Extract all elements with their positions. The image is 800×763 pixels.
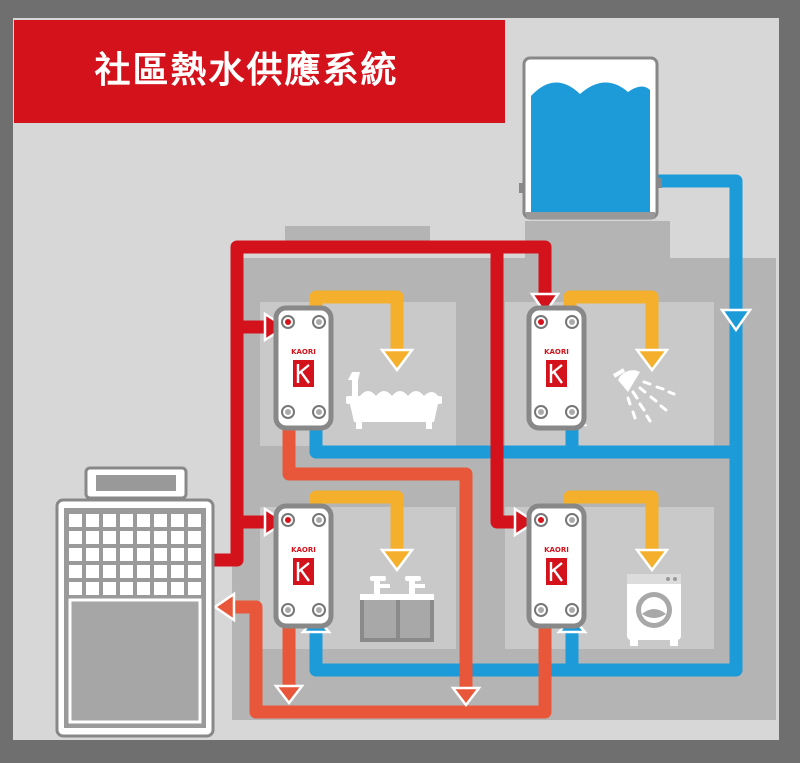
return-pipes bbox=[232, 423, 552, 719]
vent-cell bbox=[137, 565, 150, 578]
vent-cell bbox=[120, 582, 133, 595]
bathtub-icon bbox=[346, 372, 442, 429]
washing-machine-icon bbox=[627, 574, 681, 646]
heat-pump-vent-grid bbox=[69, 514, 201, 595]
water-tank bbox=[519, 56, 662, 220]
vent-cell bbox=[120, 514, 133, 527]
vent-cell bbox=[69, 531, 82, 544]
vent-cell bbox=[69, 548, 82, 561]
shower-icon bbox=[612, 368, 676, 423]
heater-unit-1: KAORI bbox=[276, 308, 331, 428]
vent-cell bbox=[86, 582, 99, 595]
vent-cell bbox=[86, 565, 99, 578]
vent-cell bbox=[137, 582, 150, 595]
vent-cell bbox=[69, 514, 82, 527]
vent-cell bbox=[120, 548, 133, 561]
heater-1-brand-label: KAORI bbox=[291, 348, 316, 356]
vent-cell bbox=[171, 582, 184, 595]
vent-cell bbox=[103, 582, 116, 595]
vent-cell bbox=[137, 514, 150, 527]
vent-cell bbox=[188, 565, 201, 578]
heater-unit-3: KAORI bbox=[276, 506, 331, 626]
vent-cell bbox=[69, 565, 82, 578]
vent-cell bbox=[188, 582, 201, 595]
page-title: 社區熱水供應系統 bbox=[94, 49, 399, 91]
vent-cell bbox=[154, 565, 167, 578]
vent-cell bbox=[154, 582, 167, 595]
vent-cell bbox=[154, 548, 167, 561]
vent-cell bbox=[137, 548, 150, 561]
vent-cell bbox=[103, 548, 116, 561]
vent-cell bbox=[188, 531, 201, 544]
heat-pump-unit bbox=[55, 466, 215, 738]
return-arrows bbox=[212, 591, 482, 708]
vent-cell bbox=[103, 514, 116, 527]
vent-cell bbox=[188, 514, 201, 527]
vent-cell bbox=[188, 548, 201, 561]
vent-cell bbox=[171, 514, 184, 527]
heater-unit-2: KAORI bbox=[529, 308, 584, 428]
vent-cell bbox=[69, 582, 82, 595]
heater-2-brand-label: KAORI bbox=[544, 348, 569, 356]
heater-unit-4: KAORI bbox=[529, 506, 584, 626]
vent-cell bbox=[103, 565, 116, 578]
hot-outlet-arrows bbox=[379, 348, 670, 573]
vent-cell bbox=[171, 531, 184, 544]
heater-3-brand-label: KAORI bbox=[291, 546, 316, 554]
vent-cell bbox=[120, 531, 133, 544]
vent-cell bbox=[171, 565, 184, 578]
vent-cell bbox=[103, 531, 116, 544]
vent-cell bbox=[120, 565, 133, 578]
vent-cell bbox=[154, 531, 167, 544]
sink-icon bbox=[360, 576, 434, 642]
vent-cell bbox=[137, 531, 150, 544]
vent-cell bbox=[86, 514, 99, 527]
vent-cell bbox=[86, 531, 99, 544]
vent-cell bbox=[86, 548, 99, 561]
heater-4-brand-label: KAORI bbox=[544, 546, 569, 554]
vent-cell bbox=[154, 514, 167, 527]
title-banner: 社區熱水供應系統 bbox=[14, 20, 505, 123]
vent-cell bbox=[171, 548, 184, 561]
